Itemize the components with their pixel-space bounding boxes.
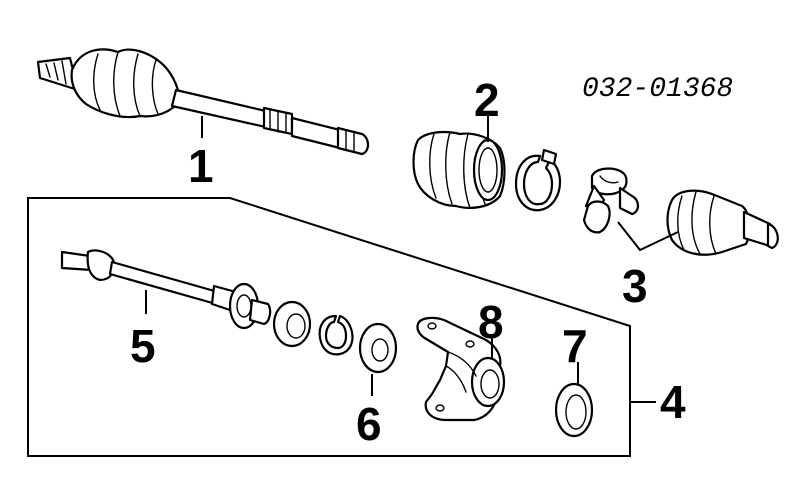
callout-2: 2 [474, 74, 500, 126]
leader-3 [617, 221, 679, 252]
part-3-inboard-joint [582, 167, 779, 256]
part-5-shaft [60, 249, 272, 330]
callout-5: 5 [130, 320, 156, 372]
part-2-boot-kit [412, 130, 562, 212]
part-8-bracket [416, 316, 506, 422]
part-1-driveshaft-assembly [36, 48, 370, 156]
diagram-code: 032-01368 [582, 74, 733, 105]
callout-8: 8 [478, 296, 504, 348]
callout-3: 3 [622, 260, 648, 312]
callout-1: 1 [188, 140, 214, 192]
callout-4: 4 [660, 376, 686, 428]
callout-7: 7 [562, 320, 588, 372]
part-6-washer [358, 322, 398, 374]
callout-6: 6 [356, 398, 382, 450]
retaining-rings [272, 300, 354, 356]
kit-frame [27, 197, 631, 457]
part-7-seal [554, 382, 594, 438]
